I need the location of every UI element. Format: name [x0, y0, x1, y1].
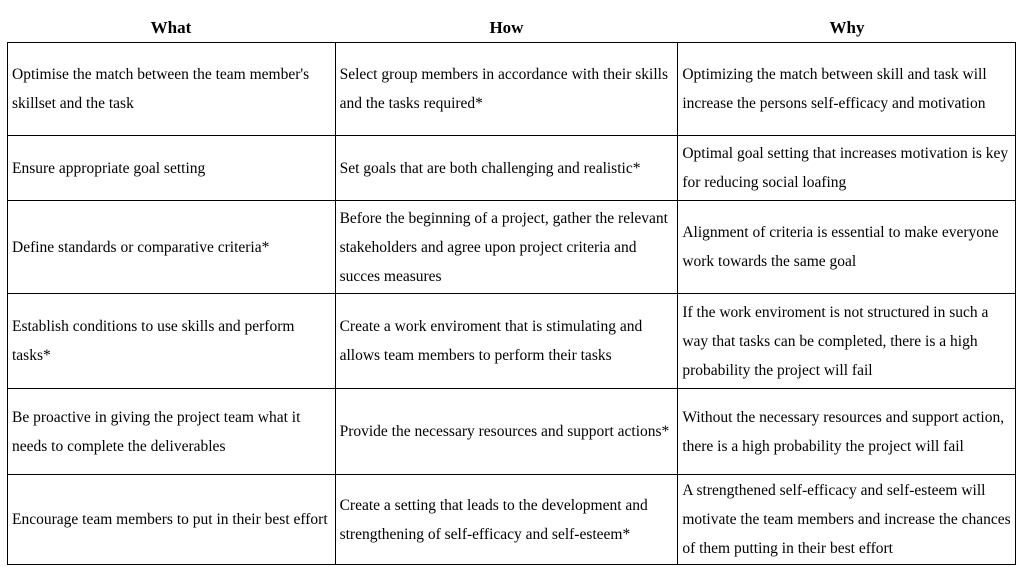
table-row: Encourage team members to put in their b…: [7, 474, 1016, 565]
cell-what-row2: Ensure appropriate goal setting: [7, 135, 336, 201]
cell-what-row1: Optimise the match between the team memb…: [7, 42, 336, 136]
cell-how-row2: Set goals that are both challenging and …: [334, 135, 679, 201]
cell-what-row3: Define standards or comparative criteria…: [7, 200, 336, 294]
cell-how-row6: Create a setting that leads to the devel…: [334, 474, 679, 565]
cell-why-row4: If the work enviroment is not structured…: [677, 293, 1016, 389]
what-how-why-table: Optimise the match between the team memb…: [7, 42, 1016, 565]
cell-how-row1: Select group members in accordance with …: [334, 42, 679, 136]
cell-why-row6: A strengthened self-efficacy and self-es…: [677, 474, 1016, 565]
column-header-why: Why: [829, 18, 865, 38]
cell-why-row5: Without the necessary resources and supp…: [677, 388, 1016, 475]
cell-how-row5: Provide the necessary resources and supp…: [334, 388, 679, 475]
table-row: Define standards or comparative criteria…: [7, 200, 1016, 294]
cell-what-row5: Be proactive in giving the project team …: [7, 388, 336, 475]
column-header-what: What: [150, 18, 192, 38]
cell-what-row6: Encourage team members to put in their b…: [7, 474, 336, 565]
cell-what-row4: Establish conditions to use skills and p…: [7, 293, 336, 389]
cell-how-row4: Create a work enviroment that is stimula…: [334, 293, 679, 389]
cell-why-row1: Optimizing the match between skill and t…: [677, 42, 1016, 136]
cell-why-row2: Optimal goal setting that increases moti…: [677, 135, 1016, 201]
cell-how-row3: Before the beginning of a project, gathe…: [334, 200, 679, 294]
table-row: Be proactive in giving the project team …: [7, 388, 1016, 475]
table-row: Optimise the match between the team memb…: [7, 42, 1016, 136]
table-column-headers: What How Why: [7, 0, 1016, 42]
table-row: Establish conditions to use skills and p…: [7, 293, 1016, 389]
column-header-how: How: [489, 18, 524, 38]
cell-why-row3: Alignment of criteria is essential to ma…: [677, 200, 1016, 294]
table-row: Ensure appropriate goal setting Set goal…: [7, 135, 1016, 201]
